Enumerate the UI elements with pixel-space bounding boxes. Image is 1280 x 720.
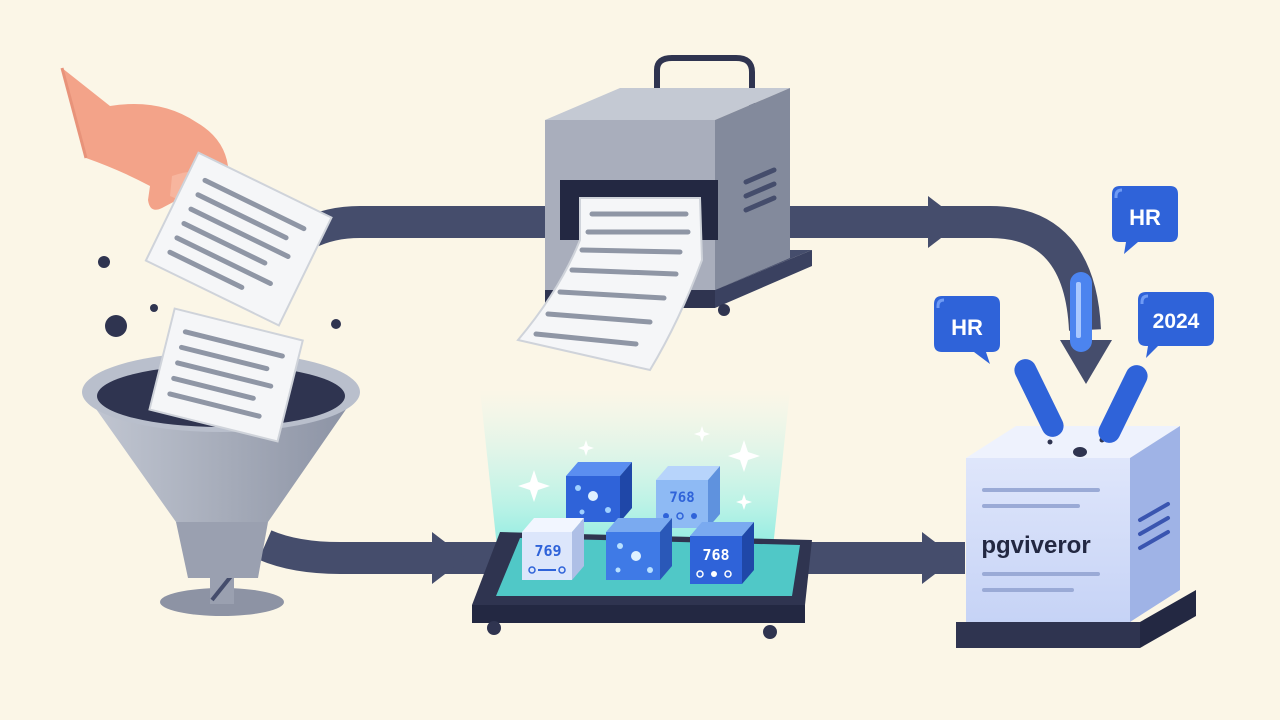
vector-cube: 769 — [522, 518, 584, 580]
arrow-icons — [432, 196, 1112, 584]
hr-tag-bubble: HR — [1112, 186, 1178, 254]
document-icon — [144, 151, 333, 327]
vector-cube — [606, 518, 672, 580]
tag-label: HR — [1129, 205, 1161, 230]
vector-cube: 768 — [656, 466, 720, 528]
tag-pins — [1014, 272, 1148, 443]
particle-dots — [98, 256, 341, 337]
cube-label: 768 — [669, 490, 694, 506]
cube-label: 769 — [534, 542, 561, 560]
vector-cube: 768 — [690, 522, 754, 584]
printed-document-icon — [516, 197, 704, 372]
arrow-right-icon — [922, 532, 956, 584]
tag-label: HR — [951, 315, 983, 340]
arrow-down-icon — [1060, 340, 1112, 384]
sparkle-icons — [518, 426, 760, 510]
storage-label: pgviveror — [981, 532, 1090, 559]
hr-tag-bubble: HR — [934, 296, 1000, 364]
arrow-right-icon — [432, 532, 466, 584]
arrow-right-icon — [928, 196, 962, 248]
tag-label: 2024 — [1153, 310, 1200, 333]
year-tag-bubble: 2024 — [1138, 292, 1214, 358]
database-box-icon: pgviveror — [956, 426, 1196, 648]
document-icon — [148, 307, 304, 443]
vector-cube — [566, 462, 632, 522]
cube-label: 768 — [702, 546, 729, 564]
